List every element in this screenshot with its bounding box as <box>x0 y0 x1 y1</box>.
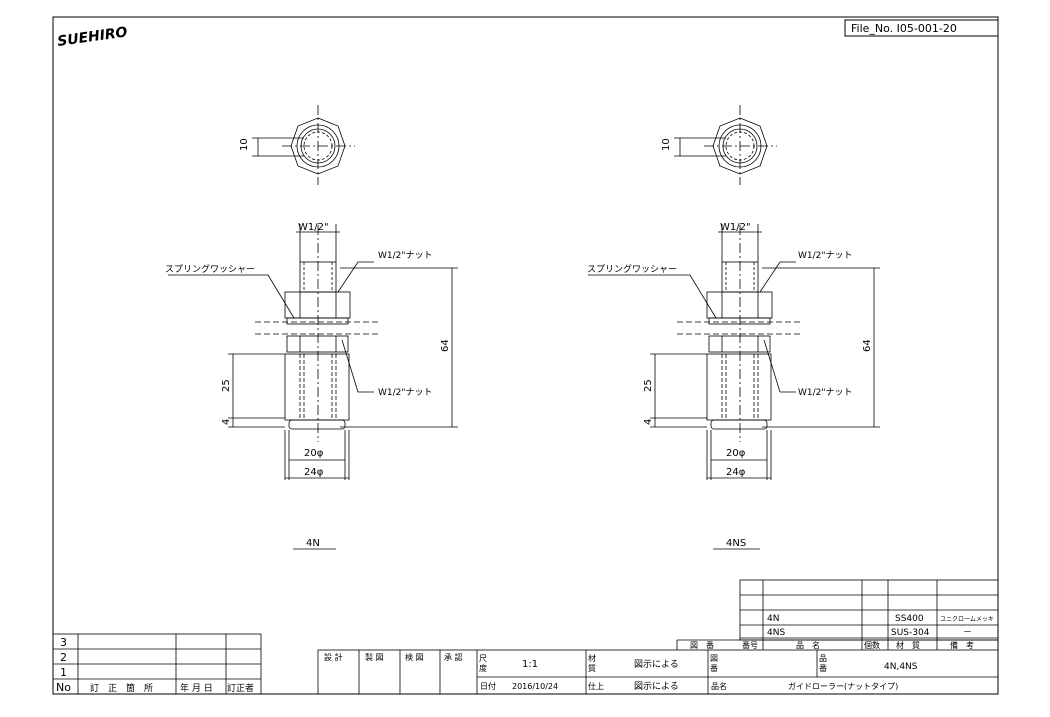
view-name-4ns: 4NS <box>726 538 746 549</box>
title-block: 設 計 製 図 検 図 承 認 尺 度 1:1 材 質 図示による 図 番 品 … <box>324 652 918 692</box>
header-biko: 備 考 <box>950 640 974 650</box>
view-4n-labels: 10 W1/2" W1/2"ナット スプリングワッシャー 64 25 4 W1/… <box>165 138 451 549</box>
dim-base-4ns: 4 <box>643 419 654 425</box>
zuban-label-1: 図 <box>710 654 718 663</box>
dim-base-4n: 4 <box>221 419 232 425</box>
part-material-1: SS400 <box>895 614 924 624</box>
scale-label-1: 尺 <box>479 654 487 663</box>
parts-list-grid <box>676 579 999 650</box>
view-4ns-labels: 10 W1/2" W1/2"ナット スプリングワッシャー 64 25 4 W1/… <box>587 138 873 549</box>
name-label: 品名 <box>711 681 727 691</box>
nut-bottom-label-4ns: W1/2"ナット <box>798 387 853 398</box>
scale-value: 1:1 <box>522 659 538 670</box>
rev-row-2: 2 <box>60 651 67 664</box>
view-4n <box>168 105 458 550</box>
dim-height-4n: 64 <box>440 339 451 352</box>
header-kosu: 個数 <box>864 640 880 650</box>
part-note-2: － <box>963 628 972 638</box>
rev-header-location: 訂 正 箇 所 <box>90 682 153 694</box>
revision-table: 3 2 1 No 訂 正 箇 所 年 月 日 訂正者 <box>56 636 254 694</box>
header-zuban: 図 番 <box>690 640 714 650</box>
logo-text: SUEHIRO <box>56 24 128 50</box>
date-value: 2016/10/24 <box>512 682 558 691</box>
date-label: 日付 <box>480 681 496 691</box>
sekkei-label: 設 計 <box>324 652 343 662</box>
name-value: ガイドローラー(ナットタイプ) <box>788 681 898 691</box>
seizu-label: 製 図 <box>365 652 384 662</box>
suehiro-logo: SUEHIRO <box>56 24 128 50</box>
dim-body-4n: 25 <box>221 379 232 392</box>
rev-header-by: 訂正者 <box>227 682 254 694</box>
kenzu-label: 検 図 <box>405 652 424 662</box>
file-no-box <box>844 19 999 37</box>
nut-bottom-label-4n: W1/2"ナット <box>378 387 433 398</box>
view-name-4n: 4N <box>306 538 320 549</box>
material-value: 図示による <box>634 659 679 670</box>
dim-outer-4n: 24φ <box>304 467 324 478</box>
rev-header-no: No <box>56 681 71 694</box>
view-4ns <box>588 105 880 550</box>
washer-label-4n: スプリングワッシャー <box>165 263 255 275</box>
hinban-value: 4N,4NS <box>884 662 918 672</box>
revision-grid <box>52 633 262 695</box>
file-no: File_No. I05-001-20 <box>851 22 957 35</box>
title-block-grid <box>317 649 999 695</box>
rev-row-1: 1 <box>60 666 67 679</box>
washer-label-4ns: スプリングワッシャー <box>587 263 677 275</box>
part-name-1: 4N <box>767 614 779 624</box>
part-name-2: 4NS <box>767 628 785 638</box>
material-label-1: 材 <box>588 653 596 663</box>
shonin-label: 承 認 <box>444 652 463 662</box>
scale-label-2: 度 <box>479 663 487 673</box>
dim-height-4ns: 64 <box>862 339 873 352</box>
finish-label: 仕上 <box>588 681 604 691</box>
hinban-label-2: 番 <box>819 663 827 673</box>
nut-top-label-4ns: W1/2"ナット <box>798 250 853 261</box>
dim-body-4ns: 25 <box>643 379 654 392</box>
thread-4n: W1/2" <box>298 222 329 233</box>
sheet-border <box>52 16 999 695</box>
zuban-label-2: 番 <box>710 663 718 673</box>
dim-outer-4ns: 24φ <box>726 467 746 478</box>
parts-list: 4N SS400 ユニクロームメッキ 4NS SUS-304 － 図 番 番号 … <box>690 614 994 650</box>
header-hinmei: 品 名 <box>796 640 820 650</box>
part-note-1: ユニクロームメッキ <box>940 616 994 623</box>
dim-inner-4n: 20φ <box>304 448 324 459</box>
header-zaishitsu: 材 質 <box>896 640 920 650</box>
material-label-2: 質 <box>588 663 596 673</box>
finish-value: 図示による <box>634 681 679 692</box>
rev-row-3: 3 <box>60 636 67 649</box>
part-material-2: SUS-304 <box>891 628 930 638</box>
thread-4ns: W1/2" <box>720 222 751 233</box>
hinban-label-1: 品 <box>819 654 827 663</box>
nut-top-label-4n: W1/2"ナット <box>378 250 433 261</box>
header-bango: 番号 <box>742 640 758 650</box>
dim-top-4n: 10 <box>239 138 250 151</box>
dim-top-4ns: 10 <box>661 138 672 151</box>
dim-inner-4ns: 20φ <box>726 448 746 459</box>
rev-header-date: 年 月 日 <box>180 682 213 694</box>
